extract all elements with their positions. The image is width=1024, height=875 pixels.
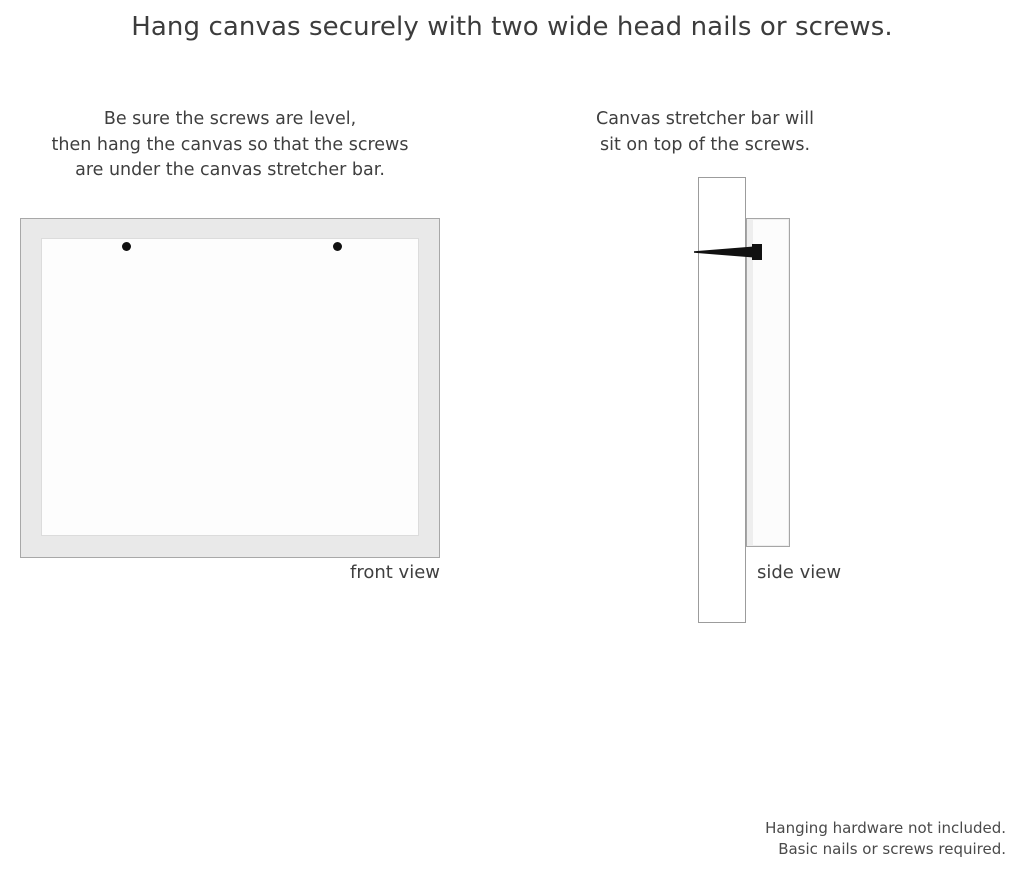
left-screw-dot-icon	[122, 242, 131, 251]
side-view-diagram	[690, 170, 870, 640]
side-view-label: side view	[757, 562, 842, 583]
front-view-caption-line-2: then hang the canvas so that the screws	[51, 134, 409, 155]
footnote-disclaimer: Hanging hardware not included. Basic nai…	[765, 818, 1006, 860]
page-title: Hang canvas securely with two wide head …	[131, 12, 893, 42]
front-view-label: front view	[350, 562, 440, 583]
side-screw-icon	[694, 240, 772, 264]
side-view-caption: Canvas stretcher bar will sit on top of …	[565, 107, 845, 158]
canvas-face-inner	[41, 238, 419, 536]
side-view-caption-line-1: Canvas stretcher bar will	[596, 109, 814, 129]
front-view-diagram	[20, 218, 440, 558]
footnote-line-1: Hanging hardware not included.	[765, 819, 1006, 837]
canvas-stretcher-bar-shape	[746, 218, 790, 547]
front-view-caption-line-1: Be sure the screws are level,	[103, 109, 357, 129]
front-view-caption-line-3: are under the canvas stretcher bar.	[75, 160, 385, 180]
footnote-line-2: Basic nails or screws required.	[778, 840, 1006, 858]
front-view-caption: Be sure the screws are level, then hang …	[20, 107, 440, 184]
canvas-stretcher-bar-face	[753, 220, 788, 545]
side-view-caption-line-2: sit on top of the screws.	[599, 134, 811, 155]
right-screw-dot-icon	[333, 242, 342, 251]
canvas-frame-outer	[20, 218, 440, 558]
